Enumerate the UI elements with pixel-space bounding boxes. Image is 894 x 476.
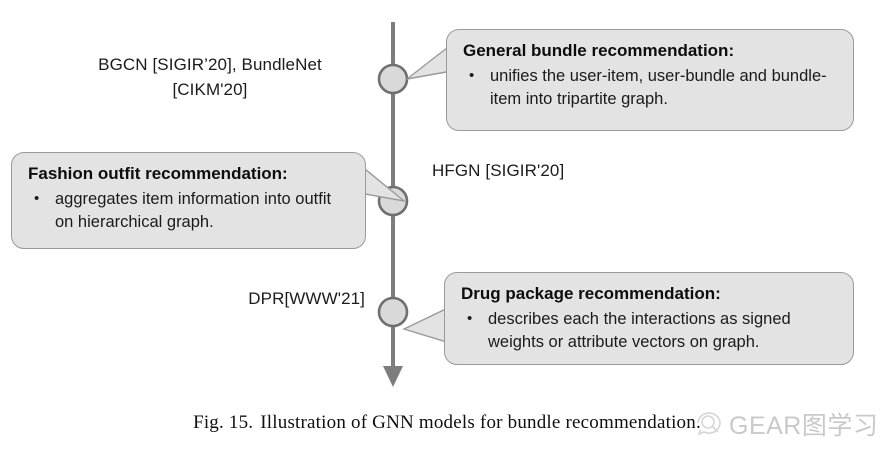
callout-fashion-outfit-recommendation: Fashion outfit recommendation: aggregate… xyxy=(11,152,366,249)
callout-general-title: General bundle recommendation: xyxy=(463,41,735,60)
timeline-label-bgcn: BGCN [SIGIR’20], BundleNet [CIKM'20] xyxy=(98,55,322,99)
callout-general-bullets: unifies the user-item, user-bundle and b… xyxy=(463,64,839,111)
axis-arrowhead xyxy=(383,366,403,387)
callout-drug-package-recommendation: Drug package recommendation: describes e… xyxy=(444,272,854,365)
figure-caption-text: Illustration of GNN models for bundle re… xyxy=(260,412,701,433)
figure-caption: Fig. 15. Illustration of GNN models for b… xyxy=(0,412,894,434)
callout-drug-title: Drug package recommendation: xyxy=(461,284,721,303)
callout-fashion-title: Fashion outfit recommendation: xyxy=(28,164,288,183)
timeline-node-1 xyxy=(377,63,409,95)
timeline-label-hfgn: HFGN [SIGIR'20] xyxy=(432,161,565,180)
timeline-node-3 xyxy=(377,296,409,328)
timeline-node-2 xyxy=(377,185,409,217)
timeline-label-dpr: DPR[WWW'21] xyxy=(248,289,365,308)
callout-general-bullet-1: unifies the user-item, user-bundle and b… xyxy=(463,64,839,111)
callout-drug-bullets: describes each the interactions as signe… xyxy=(461,307,839,354)
callout-fashion-bullets: aggregates item information into outfit … xyxy=(28,187,351,234)
callout-drug-bullet-1: describes each the interactions as signe… xyxy=(461,307,839,354)
figure-caption-number: Fig. 15. xyxy=(193,412,254,433)
callout-general-bundle-recommendation: General bundle recommendation: unifies t… xyxy=(446,29,854,131)
callout-fashion-bullet-1: aggregates item information into outfit … xyxy=(28,187,351,234)
